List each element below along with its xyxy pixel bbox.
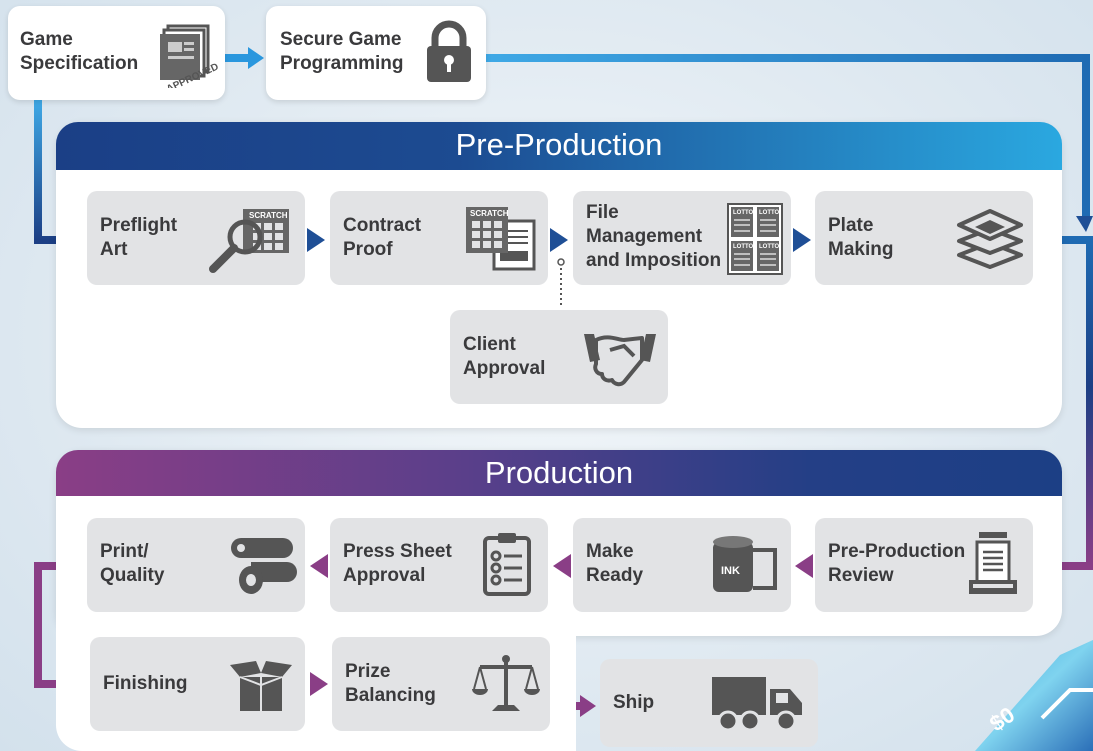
step-label: Press Sheet Approval (343, 541, 452, 586)
clipboard-check-icon (483, 533, 531, 596)
lotto-word: LOTTO (759, 210, 780, 216)
step-preflight-art: Preflight Art SCRATCH (87, 191, 305, 285)
connector-top-right (486, 54, 1090, 220)
truck-icon (712, 677, 802, 732)
step-plate-making: Plate Making (815, 191, 1033, 285)
game-specification-card: Game Specification APPROVED (8, 6, 225, 100)
arrowhead (248, 47, 264, 69)
scratch-ticket-icon: SCRATCH (466, 207, 536, 271)
arrowhead (310, 672, 328, 696)
arrowhead (553, 554, 571, 578)
handshake-icon (584, 334, 656, 387)
secure-programming-card: Secure Game Programming (266, 6, 486, 100)
approved-document-icon: APPROVED (160, 24, 218, 88)
step-press-sheet-approval: Press Sheet Approval (330, 518, 548, 612)
step-contract-proof: Contract Proof SCRATCH (330, 191, 548, 285)
step-label: Contract Proof (343, 215, 422, 260)
step-label: Preflight Art (100, 215, 178, 260)
paper-roll-icon (231, 538, 297, 594)
scales-icon (472, 655, 540, 711)
arrowhead (550, 228, 568, 252)
pre-production-title: Pre-Production (56, 122, 1062, 170)
arrowhead (795, 554, 813, 578)
step-make-ready: Make Ready INK (573, 518, 791, 612)
arrowhead (793, 228, 811, 252)
lotto-word: LOTTO (759, 244, 780, 250)
step-client-approval: Client Approval (450, 310, 668, 404)
arrowhead (307, 228, 325, 252)
step-finishing: Finishing (90, 637, 305, 731)
step-label: Make Ready (586, 541, 644, 586)
step-pre-production-review: Pre-Production Review (815, 518, 1033, 612)
step-ship: Ship (600, 659, 818, 747)
lotto-word: LOTTO (733, 210, 754, 216)
step-label: Pre-Production Review (828, 541, 966, 586)
arrowhead (310, 554, 328, 578)
scratch-word: SCRATCH (470, 209, 509, 218)
step-print-quality: Print/ Quality (87, 518, 305, 612)
lotto-sheet-icon: LOTTO LOTTO LOTTO LOTTO (727, 203, 783, 275)
ink-roller-icon: INK (713, 536, 777, 592)
step-label: Client Approval (463, 334, 546, 379)
production-title: Production (56, 450, 1062, 496)
step-file-management: File Management and Imposition LOTTO LOT… (573, 191, 791, 285)
connector-plate-to-review (1034, 236, 1093, 570)
arrowhead (1076, 216, 1093, 232)
ink-word: INK (721, 565, 740, 577)
game-specification-label: Game Specification (20, 29, 139, 74)
arrowhead (580, 695, 596, 717)
document-tray-icon (969, 532, 1017, 594)
secure-programming-label: Secure Game Programming (280, 29, 404, 74)
step-prize-balancing: Prize Balancing (332, 637, 550, 731)
step-label: Ship (613, 692, 655, 713)
lotto-word: LOTTO (733, 244, 754, 250)
step-label: Finishing (103, 673, 188, 694)
step-label: Plate Making (828, 215, 894, 260)
lock-icon (427, 20, 471, 82)
magnifier-scratch-icon: SCRATCH (209, 209, 289, 273)
step-label: File Management and Imposition (586, 202, 722, 271)
layers-icon (957, 209, 1023, 269)
step-label: Prize Balancing (345, 661, 436, 706)
client-approval-connector-dot (557, 258, 565, 266)
step-label: Print/ Quality (100, 541, 165, 586)
scratch-word: SCRATCH (249, 211, 288, 220)
box-icon (230, 661, 292, 711)
